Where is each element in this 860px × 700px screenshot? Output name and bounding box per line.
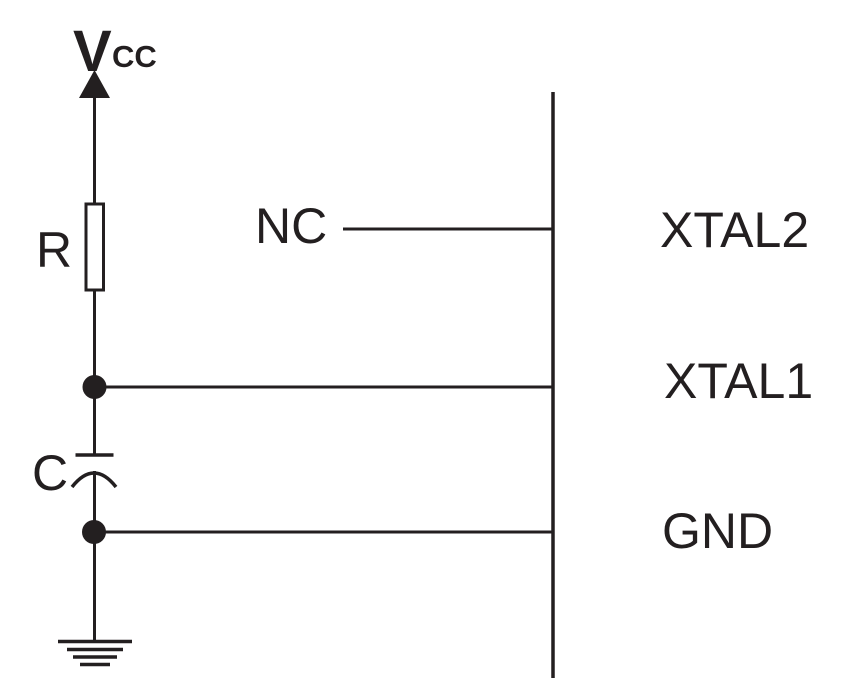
- capacitor-label: C: [32, 445, 68, 501]
- ground-symbol-icon: [58, 639, 132, 667]
- vcc-label-sub: CC: [112, 39, 157, 74]
- vcc-label-main: V: [73, 19, 112, 84]
- vcc-arrow-icon: [79, 70, 110, 98]
- pin-label-gnd: GND: [662, 503, 773, 559]
- capacitor-arc-plate: [70, 471, 118, 489]
- pin-label-xtal2: XTAL2: [660, 202, 809, 258]
- resistor-label: R: [36, 222, 72, 278]
- nc-label: NC: [255, 198, 327, 254]
- resistor-symbol: [84, 202, 105, 292]
- vcc-label: V CC: [73, 19, 157, 84]
- pin-label-xtal1: XTAL1: [664, 353, 813, 409]
